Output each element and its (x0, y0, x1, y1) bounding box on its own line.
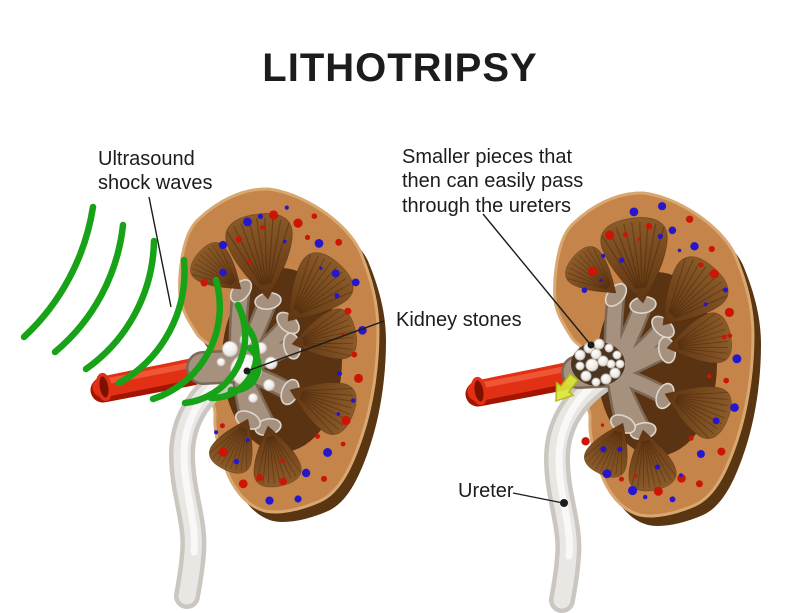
kidney-right (471, 193, 761, 600)
cortex-vessel-dots-right (581, 202, 742, 503)
label-kidney-stones: Kidney stones (396, 309, 522, 331)
leader-line-ureter (512, 492, 564, 504)
label-ureter: Ureter (458, 480, 514, 502)
leader-line-smaller-pieces (482, 213, 591, 345)
shock-waves (20, 203, 262, 407)
label-smaller-pieces: Smaller pieces that then can easily pass… (402, 146, 584, 217)
leader-line-kidney-stones (246, 320, 385, 372)
flow-arrow-icon (555, 372, 580, 403)
leader-lines (148, 196, 595, 507)
cortex-vessel-dots-left (200, 205, 367, 505)
leader-line-shock-waves (148, 196, 172, 308)
label-ultrasound-shock-waves: Ultrasound shock waves (98, 148, 213, 195)
page-title: LITHOTRIPSY (262, 46, 538, 90)
